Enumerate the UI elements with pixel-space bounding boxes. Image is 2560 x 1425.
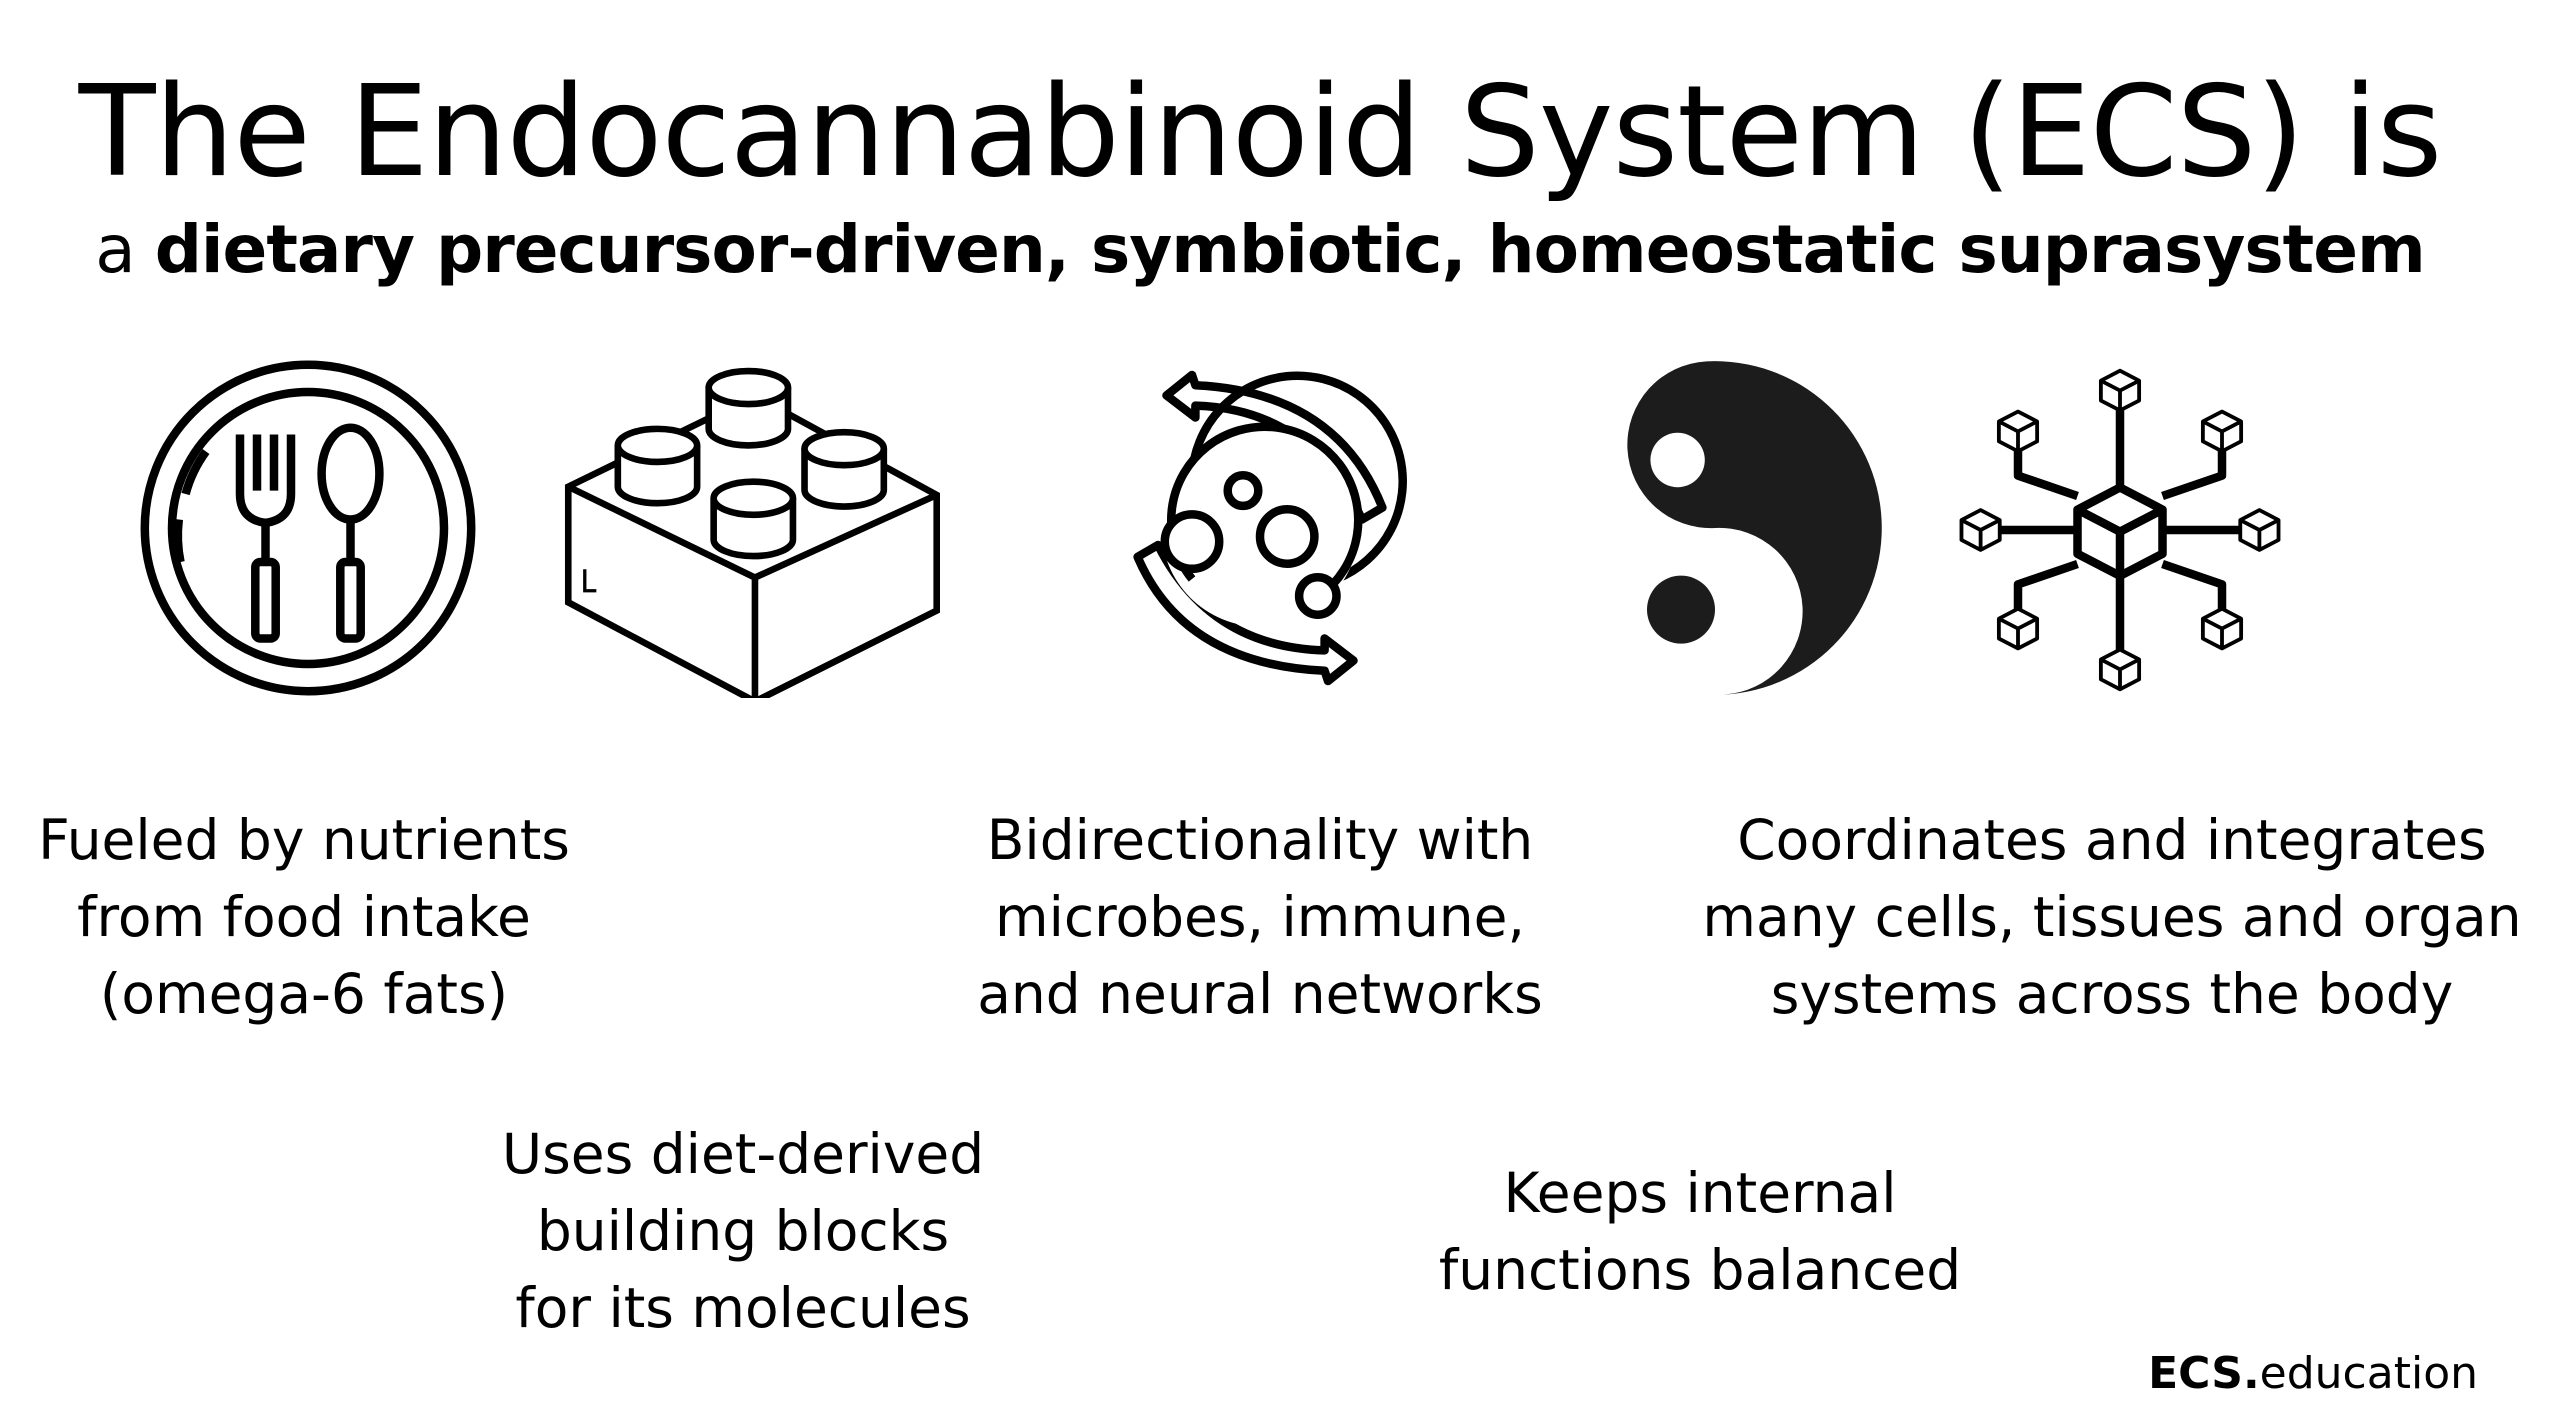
brand-rest: education — [2259, 1348, 2478, 1399]
caption-line: and neural networks — [977, 962, 1543, 1026]
caption-line: many cells, tissues and organ — [1702, 885, 2522, 949]
network-cubes-icon — [1950, 360, 2290, 700]
caption-line: Uses diet-derived — [501, 1122, 985, 1186]
caption-line: from food intake — [77, 885, 531, 949]
caption-line: Bidirectionality with — [986, 808, 1534, 872]
yin-yang-icon — [1545, 358, 1885, 698]
caption-line: for its molecules — [515, 1276, 971, 1340]
caption-line: functions balanced — [1438, 1238, 1962, 1302]
plate-fork-spoon-icon — [138, 358, 478, 698]
caption-coordinates: Coordinates and integrates many cells, t… — [1702, 802, 2521, 1033]
caption-line: microbes, immune, — [994, 885, 1525, 949]
brand-logo: ECS.education — [2148, 1346, 2478, 1402]
caption-line: (omega-6 fats) — [99, 962, 509, 1026]
subtitle-emphasis: dietary precursor-driven, symbiotic, hom… — [154, 211, 2426, 288]
caption-balance: Keeps internal functions balanced — [1439, 1155, 1961, 1309]
subtitle-prefix: a — [95, 211, 135, 288]
brand-bold: ECS. — [2148, 1348, 2260, 1399]
caption-line: building blocks — [536, 1199, 950, 1263]
caption-line: Coordinates and integrates — [1737, 808, 2487, 872]
caption-fueled: Fueled by nutrients from food intake (om… — [38, 802, 570, 1033]
caption-line: Keeps internal — [1503, 1161, 1897, 1225]
building-block-icon — [560, 358, 940, 706]
caption-line: systems across the body — [1770, 962, 2454, 1026]
caption-line: Fueled by nutrients — [38, 808, 570, 872]
page-title: The Endocannabinoid System (ECS) is — [78, 58, 2443, 205]
caption-bidirectionality: Bidirectionality with microbes, immune, … — [977, 802, 1543, 1033]
page-subtitle: a dietary precursor-driven, symbiotic, h… — [0, 205, 2520, 295]
caption-building-blocks: Uses diet-derived building blocks for it… — [502, 1116, 984, 1347]
cycle-arrows-microbe-icon — [1090, 358, 1430, 698]
